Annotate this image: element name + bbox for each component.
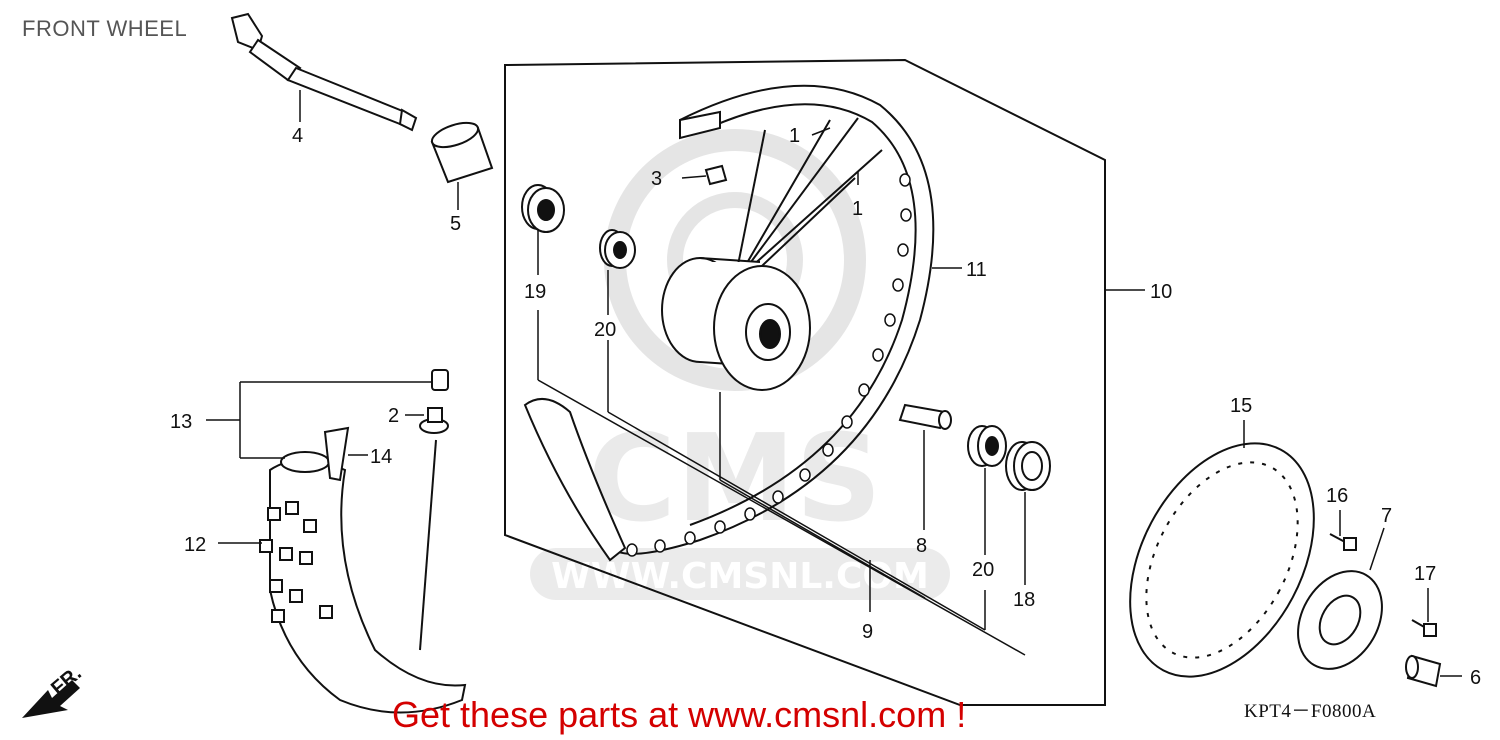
- callouts: 1 1 2 3 4 5 6 7 8 9 10 11 12 13 14 15 16…: [170, 125, 1481, 689]
- callout-15: 15: [1230, 395, 1252, 417]
- valve-cap: [419, 369, 449, 434]
- callout-20: 20: [594, 319, 616, 341]
- callout-18: 18: [1013, 589, 1035, 611]
- distance-collar: [898, 403, 952, 430]
- callout-16: 16: [1326, 485, 1348, 507]
- callout-17: 17: [1414, 563, 1436, 585]
- callout-7: 7: [1381, 505, 1392, 527]
- callout-6: 6: [1470, 667, 1481, 689]
- spokes: [734, 117, 883, 283]
- callout-2: 2: [388, 405, 399, 427]
- brake-disc: [1129, 442, 1315, 678]
- tire: [259, 426, 467, 714]
- hub: [661, 257, 811, 391]
- callout-12: 12: [184, 534, 206, 556]
- callout-19: 19: [524, 281, 546, 303]
- callout-20: 20: [972, 559, 994, 581]
- collar: [430, 121, 494, 184]
- valve-stem: [419, 439, 437, 651]
- axle: [230, 12, 418, 132]
- front-direction-arrow: FR.: [22, 662, 86, 718]
- callout-9: 9: [862, 621, 873, 643]
- bearing-20-left: [599, 229, 636, 269]
- bearing-19: [521, 184, 565, 233]
- callout-14: 14: [370, 446, 392, 468]
- callout-4: 4: [292, 125, 303, 147]
- wheel-assembly-outline: [504, 58, 1106, 706]
- callout-5: 5: [450, 213, 461, 235]
- direction-label: FR.: [47, 662, 86, 700]
- watermark-url: WWW.CMSNL.COM: [551, 556, 929, 597]
- callout-10: 10: [1150, 281, 1172, 303]
- rim: [523, 84, 935, 562]
- callout-11: 11: [966, 259, 987, 281]
- promo-link-text[interactable]: Get these parts at www.cmsnl.com !: [392, 694, 967, 735]
- spoke-nipple: [704, 164, 728, 186]
- bearing-20-right: [967, 425, 1007, 467]
- callout-1: 1: [852, 198, 863, 220]
- callout-3: 3: [651, 168, 662, 190]
- hub-cover: [1297, 570, 1383, 670]
- bolts: [1329, 533, 1437, 637]
- callout-13: 13: [170, 411, 192, 433]
- callout-8: 8: [916, 535, 927, 557]
- oil-seal: [1005, 441, 1051, 491]
- rim-spoke-holes: [626, 173, 912, 557]
- callout-1: 1: [789, 125, 800, 147]
- diagram-code: KPT4－F0800A: [1244, 701, 1377, 722]
- watermark: CMS WWW.CMSNL.COM: [530, 129, 950, 600]
- side-collar: [1405, 654, 1442, 688]
- leader-lines: [206, 90, 1462, 677]
- page-title: FRONT WHEEL: [22, 16, 188, 41]
